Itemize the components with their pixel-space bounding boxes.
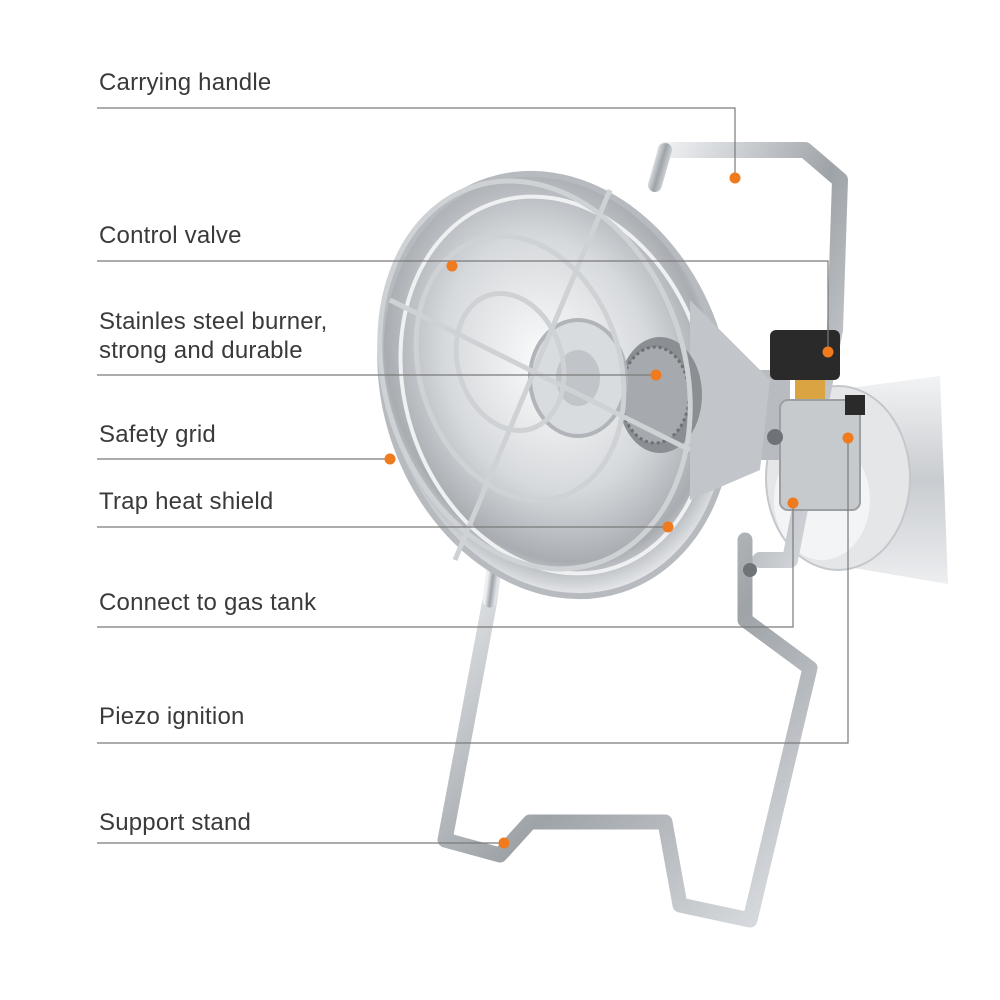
label-carrying-handle: Carrying handle	[99, 69, 272, 96]
burner	[528, 318, 702, 453]
leader-gas-connector	[97, 503, 794, 628]
marker-safety-grid	[384, 453, 396, 465]
marker-piezo-ignition	[842, 432, 854, 444]
label-burner: Stainles steel burner, strong and durabl…	[99, 308, 328, 364]
label-gas-connector: Connect to gas tank	[99, 589, 317, 616]
marker-control-valve-grid	[446, 260, 458, 272]
leader-lines	[97, 107, 849, 844]
marker-heat-shield	[662, 521, 674, 533]
leader-piezo-ignition	[97, 438, 849, 744]
marker-carrying-handle	[729, 172, 741, 184]
label-support-stand: Support stand	[99, 809, 252, 836]
label-piezo-ignition: Piezo ignition	[99, 703, 245, 730]
markers	[384, 172, 854, 849]
marker-support-stand	[498, 837, 510, 849]
marker-burner	[650, 369, 662, 381]
marker-control-valve	[822, 346, 834, 358]
label-safety-grid: Safety grid	[99, 421, 216, 448]
leader-carrying-handle	[97, 107, 736, 178]
carrying-handle	[648, 142, 848, 568]
leader-control-valve	[97, 260, 829, 352]
label-control-valve: Control valve	[99, 222, 242, 249]
label-heat-shield: Trap heat shield	[99, 488, 274, 515]
support-stand	[437, 532, 818, 928]
marker-gas-connector	[787, 497, 799, 509]
